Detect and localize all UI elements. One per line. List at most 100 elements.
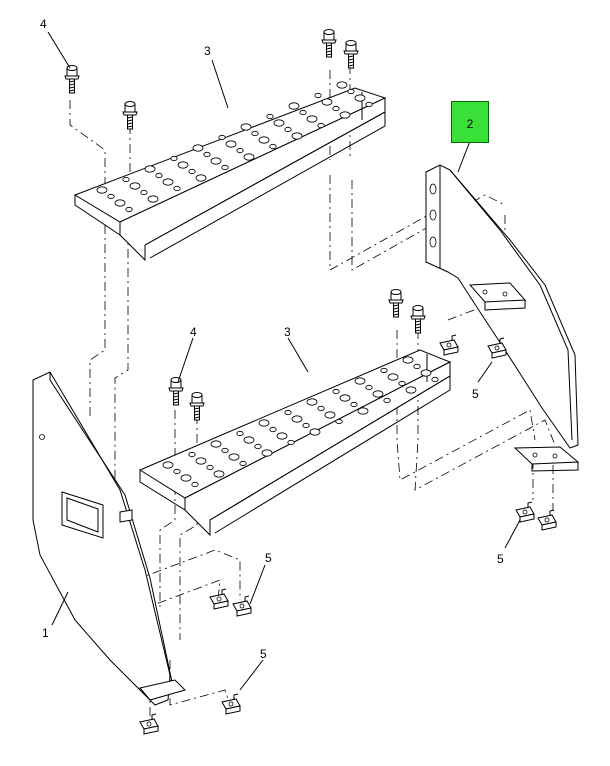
perforation-hole <box>420 369 432 377</box>
clip-nut-icon <box>209 588 229 610</box>
perforation-hole <box>225 140 237 148</box>
flange-bolt-icon <box>343 40 359 69</box>
perforation-hole <box>107 193 115 200</box>
callout-5-right-lower: 5 <box>497 552 504 566</box>
perforation-hole <box>306 115 318 123</box>
perforation-hole <box>162 178 174 186</box>
perforation-hole <box>317 405 325 412</box>
perforation-hole <box>306 398 318 406</box>
clip-nut-icon <box>487 337 507 359</box>
perforation-hole <box>317 122 325 129</box>
callout-2-highlight[interactable]: 2 <box>451 101 489 143</box>
perforation-hole <box>332 105 340 112</box>
perforation-hole <box>173 185 181 192</box>
perforation-hole <box>188 451 196 458</box>
step-plate-middle <box>138 349 452 537</box>
perforation-hole <box>239 460 247 467</box>
clip-nut-icon <box>537 509 557 531</box>
callout-3-top: 3 <box>204 44 211 58</box>
perforation-hole <box>299 109 307 116</box>
callout-5-right-upper: 5 <box>472 387 479 401</box>
flange-bolt-icon <box>122 101 138 130</box>
perforation-hole <box>173 468 181 475</box>
perforation-hole <box>354 94 366 102</box>
callout-1: 1 <box>42 626 49 640</box>
perforation-hole <box>387 373 399 381</box>
clip-nut-icon <box>221 693 241 715</box>
flange-bolt-icon <box>168 377 184 406</box>
perforation-hole <box>243 436 255 444</box>
perforation-hole <box>258 136 270 144</box>
perforation-hole <box>96 186 108 194</box>
perforation-hole <box>431 376 439 383</box>
callout-5-center: 5 <box>265 551 272 565</box>
perforation-hole <box>221 164 229 171</box>
perforation-hole <box>221 447 229 454</box>
perforation-hole <box>129 182 141 190</box>
perforation-hole <box>210 157 222 165</box>
perforation-hole <box>243 153 255 161</box>
perforation-hole <box>372 390 384 398</box>
callout-3-middle: 3 <box>284 325 291 339</box>
perforation-hole <box>321 98 333 106</box>
perforation-hole <box>114 199 126 207</box>
perforation-hole <box>309 428 321 436</box>
perforation-hole <box>180 474 192 482</box>
perforation-hole <box>170 155 178 162</box>
clip-nut-icon <box>232 595 252 617</box>
perforation-hole <box>218 134 226 141</box>
perforation-hole <box>273 119 285 127</box>
perforation-hole <box>162 461 174 469</box>
perforation-hole <box>254 443 262 450</box>
callout-5-bottom: 5 <box>260 647 267 661</box>
perforation-hole <box>206 464 214 471</box>
perforation-hole <box>191 481 199 488</box>
perforation-hole <box>365 101 373 108</box>
perforation-hole <box>266 113 274 120</box>
perforation-hole <box>228 453 240 461</box>
perforation-hole <box>261 449 273 457</box>
right-bracket <box>425 164 580 472</box>
perforation-hole <box>291 415 303 423</box>
clip-nut-icon <box>139 713 159 735</box>
perforation-hole <box>413 363 421 370</box>
perforation-hole <box>324 411 336 419</box>
perforation-hole <box>314 92 322 99</box>
perforation-hole <box>398 380 406 387</box>
step-plate-top <box>73 81 387 262</box>
perforation-hole <box>335 418 343 425</box>
perforation-hole <box>147 195 159 203</box>
perforation-hole <box>287 439 295 446</box>
perforation-hole <box>125 206 133 213</box>
perforation-hole <box>276 432 288 440</box>
perforation-hole <box>402 356 414 364</box>
perforation-hole <box>350 401 358 408</box>
perforation-hole <box>284 409 292 416</box>
perforation-hole <box>291 132 303 140</box>
flange-bolt-icon <box>321 29 337 58</box>
perforation-hole <box>251 130 259 137</box>
perforation-hole <box>236 430 244 437</box>
perforation-hole <box>269 426 277 433</box>
callout-2: 2 <box>466 117 474 131</box>
flange-bolt-icon <box>64 65 80 94</box>
perforation-hole <box>405 386 417 394</box>
perforation-hole <box>339 394 351 402</box>
perforation-hole <box>357 407 369 415</box>
perforation-hole <box>210 440 222 448</box>
perforation-hole <box>140 189 148 196</box>
perforation-hole <box>195 174 207 182</box>
perforation-hole <box>177 161 189 169</box>
clip-nut-icon <box>515 501 535 523</box>
perforation-hole <box>195 457 207 465</box>
perforation-hole <box>203 151 211 158</box>
perforation-hole <box>302 422 310 429</box>
perforation-hole <box>354 377 366 385</box>
perforation-hole <box>269 143 277 150</box>
leader-lines <box>47 31 521 691</box>
perforation-hole <box>347 88 355 95</box>
clip-nut-icon <box>439 334 459 356</box>
perforation-hole <box>380 367 388 374</box>
perforation-hole <box>188 168 196 175</box>
